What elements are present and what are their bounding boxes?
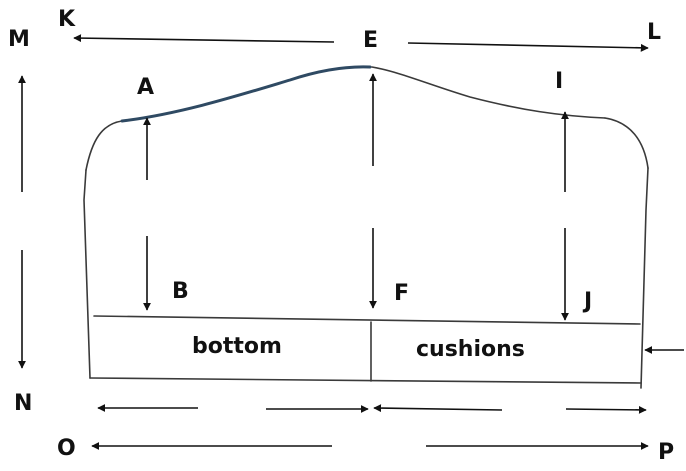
arrow-toward-k: [73, 34, 335, 43]
label-j: J: [582, 289, 592, 314]
label-i: I: [555, 69, 563, 94]
headboard-right-shoulder: [604, 117, 649, 169]
label-bottom: bottom: [192, 334, 282, 359]
label-e: E: [363, 28, 378, 53]
cushion-top-line: [93, 315, 641, 325]
headboard-crown-left: [120, 65, 372, 123]
headboard-outline: [83, 65, 649, 389]
label-cushions: cushions: [416, 337, 525, 362]
arrow-cushions-width-left: [373, 404, 503, 413]
label-p: P: [658, 440, 674, 465]
headboard-left-side: [83, 169, 91, 379]
headboard-right-side: [640, 167, 649, 389]
cushion-boxes: [89, 315, 642, 384]
arrow-toward-l: [407, 42, 649, 52]
arrow-cushions-width-right: [565, 405, 647, 414]
label-a: A: [137, 75, 154, 100]
label-o: O: [57, 436, 76, 461]
label-l: L: [647, 20, 661, 45]
label-n: N: [14, 391, 32, 416]
cushion-bottom-line: [89, 377, 642, 384]
label-b: B: [172, 279, 189, 304]
label-f: F: [394, 281, 409, 306]
headboard-left-shoulder: [85, 120, 123, 171]
label-k: K: [58, 7, 76, 32]
label-m: M: [8, 27, 30, 52]
headboard-crown-right: [371, 66, 606, 119]
